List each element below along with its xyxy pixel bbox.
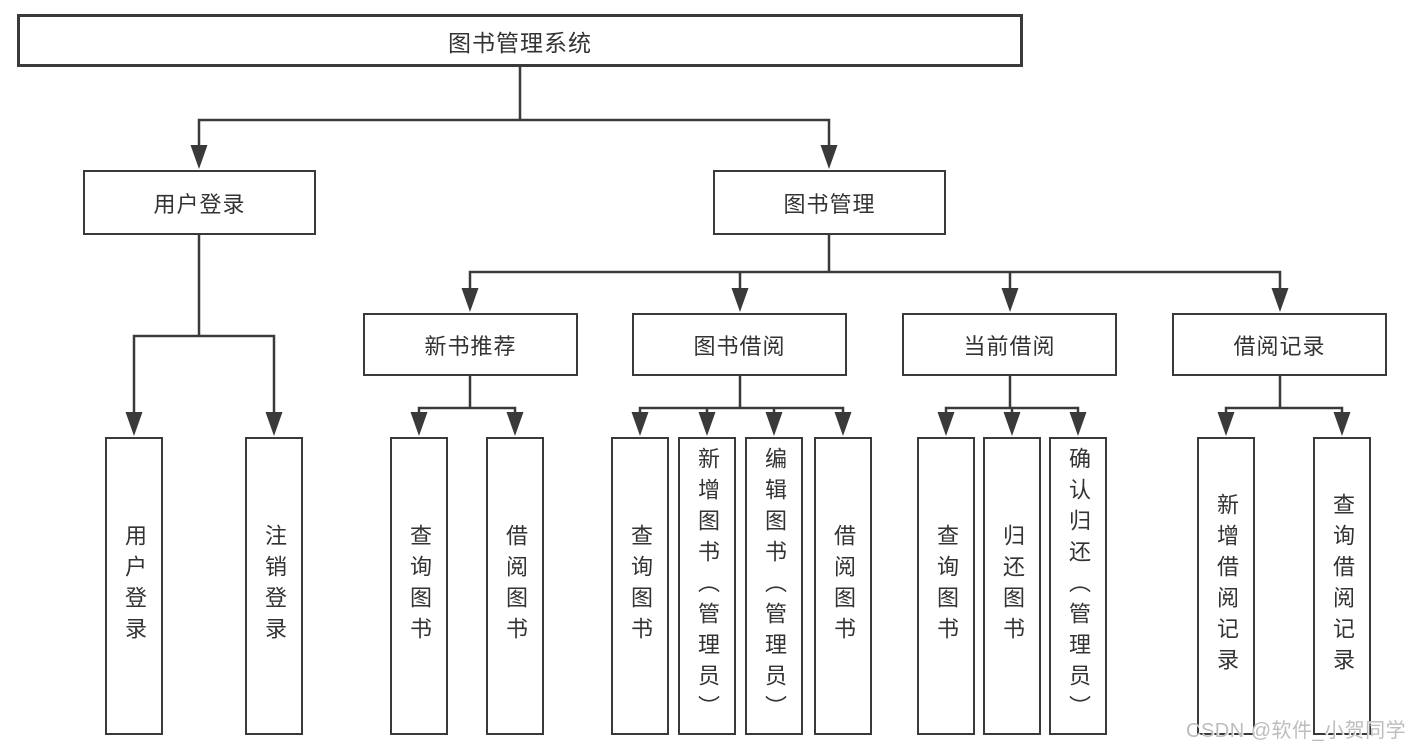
node-borrow-records: 借阅记录 [1172,313,1387,376]
leaf-add-borrow-record: 新增借阅记录 [1197,437,1255,735]
node-current-borrow: 当前借阅 [902,313,1117,376]
leaf-query-books-recommend: 查询图书 [390,437,448,735]
node-book-borrow: 图书借阅 [632,313,847,376]
csdn-watermark: CSDN @软件_小贺同学 [1186,720,1405,742]
leaf-return-books: 归还图书 [983,437,1041,735]
leaf-query-borrow-record: 查询借阅记录 [1313,437,1371,735]
node-new-book-recommend: 新书推荐 [363,313,578,376]
leaf-borrow-books: 借阅图书 [814,437,872,735]
node-book-management: 图书管理 [713,170,946,235]
leaf-borrow-books-recommend: 借阅图书 [486,437,544,735]
leaf-add-books-admin: 新增图书（管理员） [678,437,736,735]
leaf-query-books-current: 查询图书 [917,437,975,735]
leaf-confirm-return-admin: 确认归还（管理员） [1049,437,1107,735]
node-user-login: 用户登录 [83,170,316,235]
leaf-edit-books-admin: 编辑图书（管理员） [745,437,803,735]
root-node-library-system: 图书管理系统 [17,14,1023,67]
leaf-query-books-borrow: 查询图书 [611,437,669,735]
leaf-logout: 注销登录 [245,437,303,735]
leaf-user-login: 用户登录 [105,437,163,735]
